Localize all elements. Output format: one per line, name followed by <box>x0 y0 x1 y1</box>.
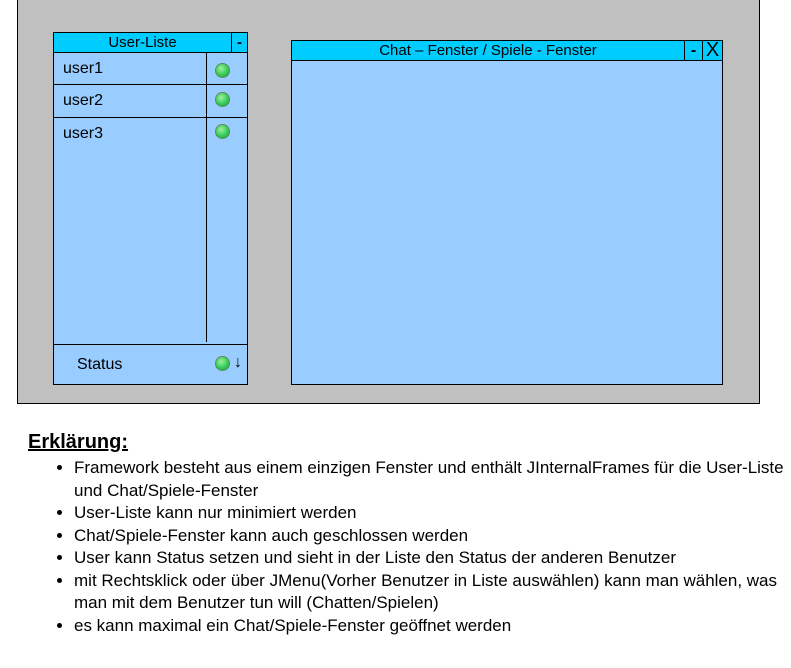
explanation-item: Framework besteht aus einem einzigen Fen… <box>74 457 791 502</box>
user-list-title: User-Liste <box>108 34 177 51</box>
chat-game-frame: Chat – Fenster / Spiele - Fenster - X <box>291 40 723 385</box>
explanation-item: User kann Status setzen und sieht in der… <box>74 547 791 570</box>
user-list-minimize-button[interactable]: - <box>231 33 247 52</box>
status-online-icon <box>215 124 230 139</box>
explanation-item: Chat/Spiele-Fenster kann auch geschlosse… <box>74 525 791 548</box>
row-divider <box>54 84 247 85</box>
status-online-icon <box>215 92 230 107</box>
chat-window-title-bar[interactable]: Chat – Fenster / Spiele - Fenster - X <box>292 40 722 61</box>
explanation-item: es kann maximal ein Chat/Spiele-Fenster … <box>74 615 791 638</box>
chat-window-title: Chat – Fenster / Spiele - Fenster <box>379 42 597 59</box>
explanation-item: mit Rechtsklick oder über JMenu(Vorher B… <box>74 570 791 615</box>
status-bar: Status ↓ <box>54 344 247 384</box>
status-online-icon <box>215 63 230 78</box>
status-label: Status <box>77 356 123 373</box>
user-list-item[interactable]: user1 <box>54 53 206 84</box>
user-name: user1 <box>63 60 104 77</box>
user-list-title-bar[interactable]: User-Liste - <box>54 33 247 53</box>
explanation-item: User-Liste kann nur minimiert werden <box>74 502 791 525</box>
row-divider <box>54 117 247 118</box>
user-name: user2 <box>63 92 104 109</box>
chat-window-minimize-button[interactable]: - <box>684 41 702 60</box>
user-list-item[interactable]: user3 <box>54 118 206 149</box>
chat-window-close-button[interactable]: X <box>702 40 722 60</box>
user-name: user3 <box>63 125 104 142</box>
user-list-frame: User-Liste - user1 user2 user3 Status ↓ <box>53 32 248 385</box>
explanation-heading: Erklärung: <box>28 431 129 453</box>
status-dropdown-arrow-icon[interactable]: ↓ <box>234 354 242 371</box>
explanation-list: Framework besteht aus einem einzigen Fen… <box>40 457 791 637</box>
user-list-item[interactable]: user2 <box>54 85 206 116</box>
own-status-icon[interactable] <box>215 356 230 371</box>
column-divider <box>206 53 207 342</box>
